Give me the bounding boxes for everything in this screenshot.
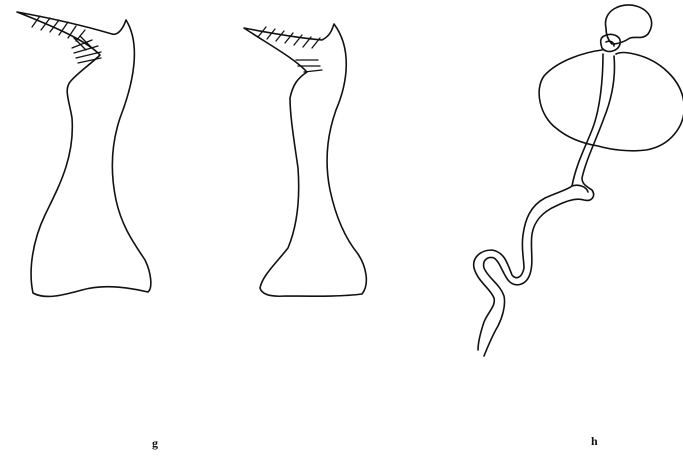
spermatheca-bulb bbox=[539, 50, 683, 151]
spermatheca bbox=[474, 5, 683, 356]
spermatheca-cap bbox=[605, 5, 651, 44]
right-sclerite bbox=[244, 24, 366, 296]
left-sclerite bbox=[17, 12, 151, 296]
spermathecal-duct bbox=[474, 54, 615, 356]
panel-label-g: g bbox=[152, 436, 158, 451]
panel-label-h: h bbox=[591, 434, 598, 449]
left-sclerite-outline bbox=[17, 12, 151, 296]
right-sclerite-outline bbox=[244, 24, 366, 296]
right-sclerite-setae bbox=[258, 27, 322, 72]
